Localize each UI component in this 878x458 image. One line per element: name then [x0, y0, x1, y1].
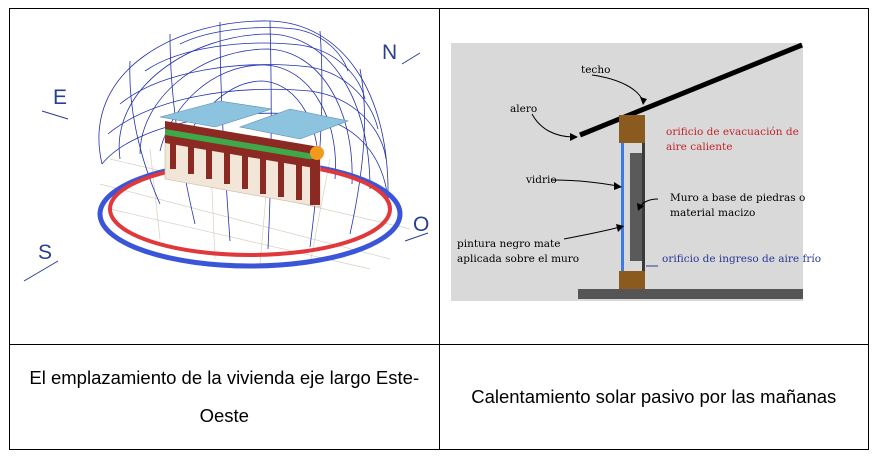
label-vidrio: vidrio	[525, 174, 557, 186]
figure-table: N E O S	[9, 8, 869, 450]
label-wall-1: Muro a base de piedras o	[670, 192, 805, 204]
passive-solar-diagram: techo alero orificio de evacuación de ai…	[450, 42, 821, 301]
caption-left: El emplazamiento de la vivienda eje larg…	[9, 344, 440, 450]
label-paint-2: aplicada sobre el muro	[457, 253, 579, 265]
compass-south: S	[38, 241, 52, 264]
right-figure-cell: techo alero orificio de evacuación de ai…	[438, 8, 869, 345]
compass-north: N	[382, 41, 397, 64]
east-tick	[41, 110, 69, 120]
label-alero: alero	[510, 103, 537, 115]
label-hot-air-1: orificio de evacuación de	[666, 126, 799, 138]
ground-slab	[577, 289, 803, 299]
glass-pane	[620, 143, 624, 271]
caption-right: Calentamiento solar pasivo por las mañan…	[438, 344, 869, 450]
house-model	[159, 100, 350, 208]
wood-header	[618, 115, 645, 143]
label-wall-2: material macizo	[670, 207, 755, 219]
sun-icon	[310, 146, 324, 160]
west-tick	[404, 232, 429, 242]
wall-edge	[641, 143, 645, 271]
left-figure-cell: N E O S	[9, 8, 440, 345]
label-hot-air-2: aire caliente	[666, 141, 732, 153]
mass-wall	[629, 153, 642, 261]
arrow-heads	[569, 97, 647, 232]
label-cold-air: orificio de ingreso de aire frío	[662, 253, 821, 265]
label-techo: techo	[581, 64, 610, 76]
compass-east: E	[53, 86, 67, 109]
wood-sill	[618, 271, 645, 289]
north-tick	[401, 52, 421, 65]
label-paint-1: pintura negro mate	[457, 238, 560, 250]
south-tick	[23, 260, 59, 282]
roof-line	[578, 42, 803, 138]
sun-path-diagram: N E O S	[23, 20, 429, 282]
compass-west: O	[413, 213, 429, 236]
